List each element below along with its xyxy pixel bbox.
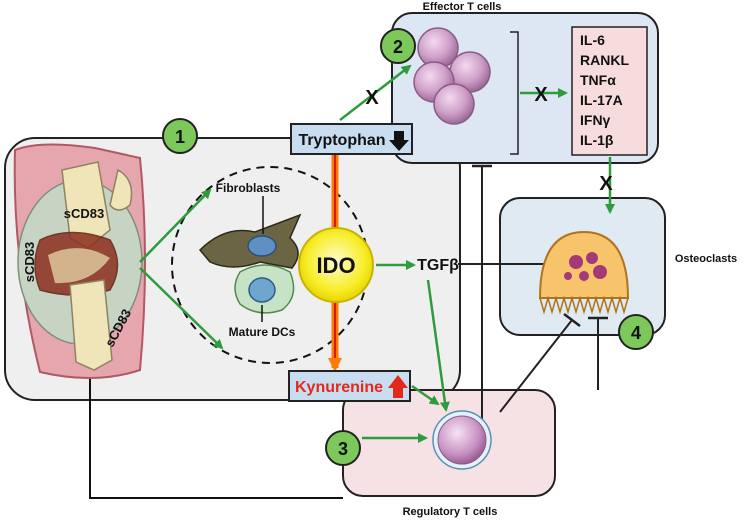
osteoclast-cell: [538, 230, 630, 315]
knee-inhibits-osteoclast: [588, 316, 608, 390]
block-mark-cytokines: X: [534, 84, 548, 106]
cytokine-item: TNFα: [580, 72, 616, 88]
scd83-label-left: sCD83: [22, 242, 37, 282]
svg-text:1: 1: [175, 127, 185, 147]
mature-dcs-label: Mature DCs: [229, 325, 296, 339]
step-badge-2: 2: [380, 28, 416, 64]
svg-text:3: 3: [338, 439, 348, 459]
osteoclasts-title: Osteoclasts: [675, 253, 737, 265]
effector-bracket: [510, 31, 519, 155]
cytokine-box: [571, 26, 648, 156]
block-mark-tryptophan: X: [365, 87, 379, 109]
mature-dc-illustration: [234, 264, 295, 314]
cytokine-item: IL-1β: [580, 132, 614, 148]
effector-t-cells: [413, 27, 491, 125]
tgfb-label: TGFβ: [417, 257, 459, 274]
step-badge-4: 4: [618, 314, 654, 350]
feedback-line: [89, 360, 343, 499]
tryptophan-to-effector-arrow: [339, 64, 412, 121]
kynurenine-to-treg-arrow: [411, 384, 440, 406]
treg-inhibits-osteoclast: [499, 313, 581, 413]
knee-joint-illustration: [13, 143, 146, 380]
step-badge-3: 3: [325, 430, 361, 466]
step-badge-1: 1: [162, 118, 198, 154]
cytokine-list: IL-6 RANKL TNFα IL-17A IFNγ IL-1β: [580, 32, 629, 148]
tryptophan-box: [290, 123, 413, 155]
cytokine-item: IL-6: [580, 32, 605, 48]
svg-text:4: 4: [631, 323, 641, 343]
cytokine-item: RANKL: [580, 52, 629, 68]
svg-text:2: 2: [393, 37, 403, 57]
tryptophan-label: Tryptophan: [298, 132, 385, 149]
tryptophan-down-arrow: [389, 131, 409, 151]
kynurenine-up-arrow: [388, 375, 408, 398]
tgfb-to-treg-arrow: [426, 279, 450, 412]
ido-label: IDO: [316, 253, 355, 278]
knee-to-dc-arrow: [139, 267, 224, 350]
fibroblasts-label: Fibroblasts: [216, 181, 281, 195]
effector-title: Effector T cells: [423, 1, 502, 13]
cytokine-item: IL-17A: [580, 92, 623, 108]
regulatory-t-cell: [437, 415, 487, 465]
knee-to-fibroblast-arrow: [139, 188, 212, 263]
cytokine-item: IFNγ: [580, 112, 611, 128]
fibroblast-illustration: [198, 213, 302, 269]
kynurenine-label: Kynurenine: [295, 379, 383, 396]
block-mark-osteoclast: X: [599, 173, 613, 195]
ido-enzyme: [298, 227, 374, 303]
treg-inhibits-effector: [472, 164, 492, 420]
scd83-label-top: sCD83: [64, 206, 104, 221]
regulatory-title: Regulatory T cells: [403, 506, 498, 518]
